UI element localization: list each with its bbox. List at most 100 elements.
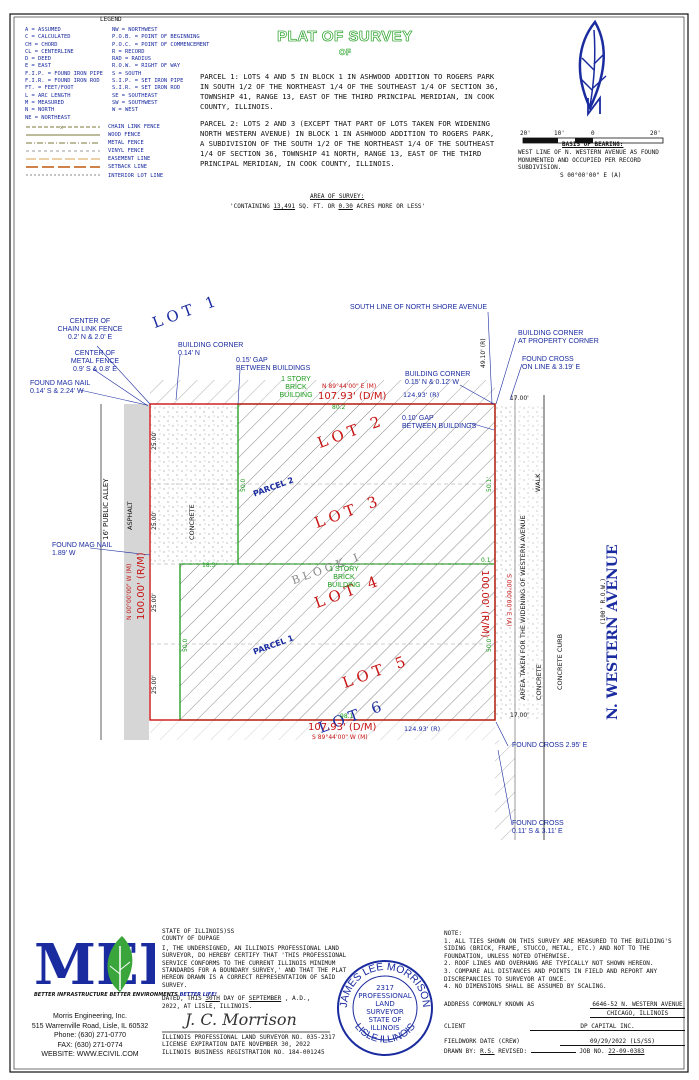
south-bearing: S 89°44'00" W (M)	[312, 734, 368, 741]
asphalt-label: ASPHALT	[126, 501, 134, 530]
revised-label: REVISED:	[498, 1048, 528, 1055]
alley-pavement	[124, 404, 149, 740]
job-label: JOB NO.	[579, 1048, 605, 1055]
callout-building-corner-1: BUILDING CORNER 0.14' N	[178, 342, 248, 358]
walk-label: WALK	[534, 473, 542, 492]
dim-01: 0.1	[481, 557, 491, 564]
note-4: 4. NO DIMENSIONS SHALL BE ASSUMED BY SCA…	[444, 983, 607, 991]
south-strip-hatch	[150, 720, 495, 740]
legend-item-right-6: S = SOUTH	[112, 70, 142, 77]
legend-item-left-4: D = DEED	[25, 56, 51, 63]
legend-item-left-6: F.I.P. = FOUND IRON PIPE	[25, 70, 103, 77]
south-dimension: 107.93' (D/M)	[308, 722, 377, 733]
legend-heading: LEGEND	[100, 16, 122, 23]
callout-chain-fence: CENTER OF CHAIN LINK FENCE 0.2' N & 2.0'…	[50, 318, 130, 342]
callout-chain-fence-l3: 0.2' N & 2.0' E	[67, 334, 113, 341]
legend-item-right-5: R.O.W. = RIGHT OF WAY	[112, 63, 181, 70]
callout-found-cross-2: FOUND CROSS 2.95' E	[512, 742, 588, 749]
legend-line-item-3: VINYL FENCE	[108, 148, 144, 155]
signature: J. C. Morrison	[185, 1010, 297, 1029]
company-website: WEBSITE: WWW.ECIVIL.COM	[41, 1051, 139, 1058]
area-acres: 0.30	[338, 203, 353, 210]
dim-1700-bottom: 17.00'	[510, 712, 529, 719]
seal-center-3: LAND	[375, 1000, 395, 1008]
callout-gap-1-l2: BETWEEN BUILDINGS	[236, 365, 311, 372]
dim-50-d: 50.1'	[486, 476, 493, 492]
callout-gap-2-l2: BETWEEN BUILDINGS	[402, 423, 477, 430]
concrete-east-label: CONCRETE	[535, 664, 543, 700]
callout-metal-fence-l3: 0.9' S & 0.8' E	[73, 366, 117, 373]
callout-found-cross-3-l1: FOUND CROSS	[512, 820, 564, 827]
cert-body: I, THE UNDERSIGNED, AN ILLINOIS PROFESSI…	[162, 944, 347, 989]
cert-dated-line: DATED, THIS 30TH DAY OF SEPTEMBER , A.D.…	[162, 995, 362, 1002]
area-heading: AREA OF SURVEY:	[310, 193, 365, 200]
alley-label: 16' PUBLIC ALLEY	[102, 478, 110, 540]
parcel-2-description: PARCEL 2: LOTS 2 AND 3 (EXCEPT THAT PART…	[200, 119, 495, 168]
svg-text:x: x	[60, 125, 63, 131]
callout-south-line: SOUTH LINE OF NORTH SHORE AVENUE	[350, 304, 488, 311]
callout-gap-1-l1: 0.15' GAP	[236, 357, 268, 364]
legend-item-right-10: SW = SOUTHWEST	[112, 99, 158, 106]
callout-mag-nail-1-l2: 0.14' S & 2.24' W	[30, 388, 84, 395]
north-strip-hatch	[150, 380, 495, 405]
legend-item-left-11: N = NORTH	[25, 107, 55, 114]
legend-item-left-3: CL = CENTERLINE	[25, 48, 74, 55]
cert-state-line: STATE OF ILLINOIS)SS	[162, 928, 362, 935]
fieldwork-label: FIELDWORK DATE (CREW)	[444, 1038, 520, 1045]
property-boundary	[149, 403, 496, 721]
cert-dated-prefix: DATED, THIS	[162, 995, 202, 1003]
west-bearing: N 00°00'00" W (M)	[126, 563, 133, 620]
legend-item-right-3: R = RECORD	[112, 48, 145, 55]
cert-day: 30TH	[205, 995, 220, 1003]
building2-line2: BRICK	[333, 574, 355, 581]
dim-1700-top: 17.00'	[510, 395, 529, 402]
callout-gap-2-l1: 0.10' GAP	[402, 415, 434, 422]
callout-mag-nail-2-l1: FOUND MAG NAIL	[52, 542, 113, 549]
address-line1: 6646-52 N. WESTERN AVENUE	[590, 1001, 685, 1009]
callout-found-cross-1-l2: ON LINE & 3.19' E	[522, 364, 581, 371]
north-arrow-icon	[578, 19, 607, 117]
east-bearing: S 00°00'00" E (A)	[505, 574, 512, 627]
widening-strip	[495, 404, 515, 720]
scale-label-20a: 20'	[520, 130, 531, 137]
building2-line1: 1 STORY	[329, 566, 359, 573]
street-label: N. WESTERN AVENUE	[605, 544, 621, 720]
revised-value	[530, 1052, 576, 1053]
building2-label: 1 STORY BRICK BUILDING	[316, 566, 372, 590]
fieldwork-value: 09/29/2022 (LS/SS)	[560, 1038, 685, 1046]
bearing-value: S 00°00'00" E (A)	[560, 172, 622, 179]
callout-mag-nail-1: FOUND MAG NAIL 0.14' S & 2.24' W	[30, 380, 120, 396]
concrete-curb-label: CONCRETE CURB	[556, 633, 564, 690]
bearing-text: WEST LINE OF N. WESTERN AVENUE AS FOUND …	[518, 149, 659, 171]
scale-label-0: 0	[591, 130, 595, 137]
company-logo-text: MEI	[34, 932, 155, 998]
callout-building-corner-prop-l2: AT PROPERTY CORNER	[518, 338, 599, 345]
bearing-heading: BASIS OF BEARING:	[562, 141, 624, 148]
cert-year-line: 2022, AT LISLE, ILLINOIS.	[162, 1002, 253, 1010]
callout-building-corner-1-l2: 0.14' N	[178, 350, 200, 357]
cert-ss: )SS	[223, 928, 235, 935]
cert-day-of: DAY OF	[223, 995, 246, 1003]
callout-mag-nail-2: FOUND MAG NAIL 1.89' W	[52, 542, 122, 558]
legend-item-right-8: S.I.R. = SET IRON ROD	[112, 85, 181, 92]
address-label: ADDRESS COMMONLY KNOWN AS	[444, 1001, 535, 1008]
area-mid: SQ. FT. OR	[298, 203, 335, 210]
dim-50-a: 50.0	[240, 478, 247, 492]
area-suffix: ACRES MORE OR LESS'	[356, 203, 426, 210]
legend-item-left-2: CH = CHORD	[25, 41, 58, 48]
building1-line1: 1 STORY	[281, 376, 311, 383]
seal-center-1: 2317	[376, 984, 394, 992]
legend-line-item-4: EASEMENT LINE	[108, 156, 151, 163]
callout-building-corner-prop-l1: BUILDING CORNER	[518, 330, 584, 337]
company-phone: Phone: (630) 271-0770	[54, 1032, 126, 1039]
legend-item-right-9: SE = SOUTHEAST	[112, 92, 158, 99]
drawn-value: R.S.	[480, 1048, 495, 1055]
dim-183: 18.3'	[202, 562, 218, 569]
note-2: 2. ROOF LINES AND OVERHANG ARE TYPICALLY…	[444, 960, 654, 968]
tagline-2: BETTER ENVIRONMENTS	[109, 992, 178, 998]
